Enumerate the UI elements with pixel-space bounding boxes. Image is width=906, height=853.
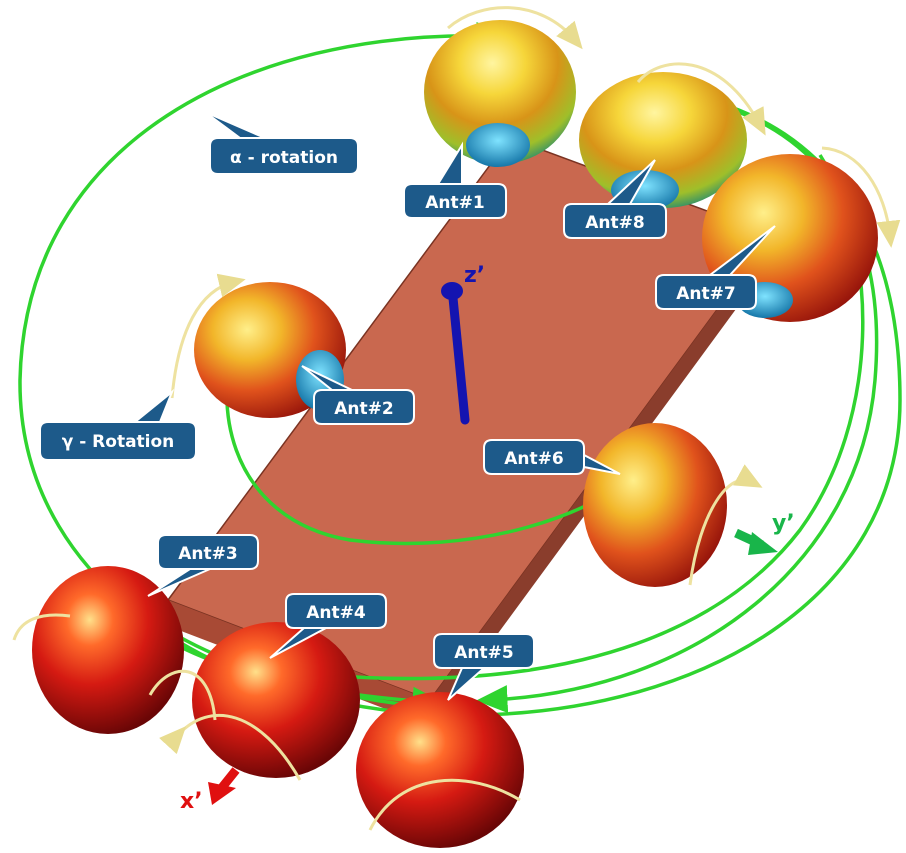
antenna-lobe-4 <box>192 622 360 778</box>
gamma-rotation-label: γ - Rotation <box>62 432 175 452</box>
x-axis: x’ <box>180 770 236 814</box>
ant6-label: Ant#6 <box>504 449 563 469</box>
ant7-label: Ant#7 <box>676 284 735 304</box>
z-axis-label: z’ <box>464 263 485 288</box>
ant2-label: Ant#2 <box>334 399 393 419</box>
antenna-lobe-5 <box>356 692 524 848</box>
y-axis-label: y’ <box>772 511 795 536</box>
ant1-label: Ant#1 <box>425 193 484 213</box>
antenna-lobe-1 <box>424 20 576 167</box>
ant3-label: Ant#3 <box>178 544 237 564</box>
x-axis-label: x’ <box>180 789 203 814</box>
callout-alpha-rotation: α - rotation <box>205 112 358 174</box>
ant5-label: Ant#5 <box>454 643 513 663</box>
antenna-lobe-6 <box>583 423 727 587</box>
alpha-rotation-label: α - rotation <box>230 148 338 168</box>
callout-gamma-rotation: γ - Rotation <box>40 392 196 460</box>
ant8-label: Ant#8 <box>585 213 644 233</box>
ant4-label: Ant#4 <box>306 603 366 623</box>
